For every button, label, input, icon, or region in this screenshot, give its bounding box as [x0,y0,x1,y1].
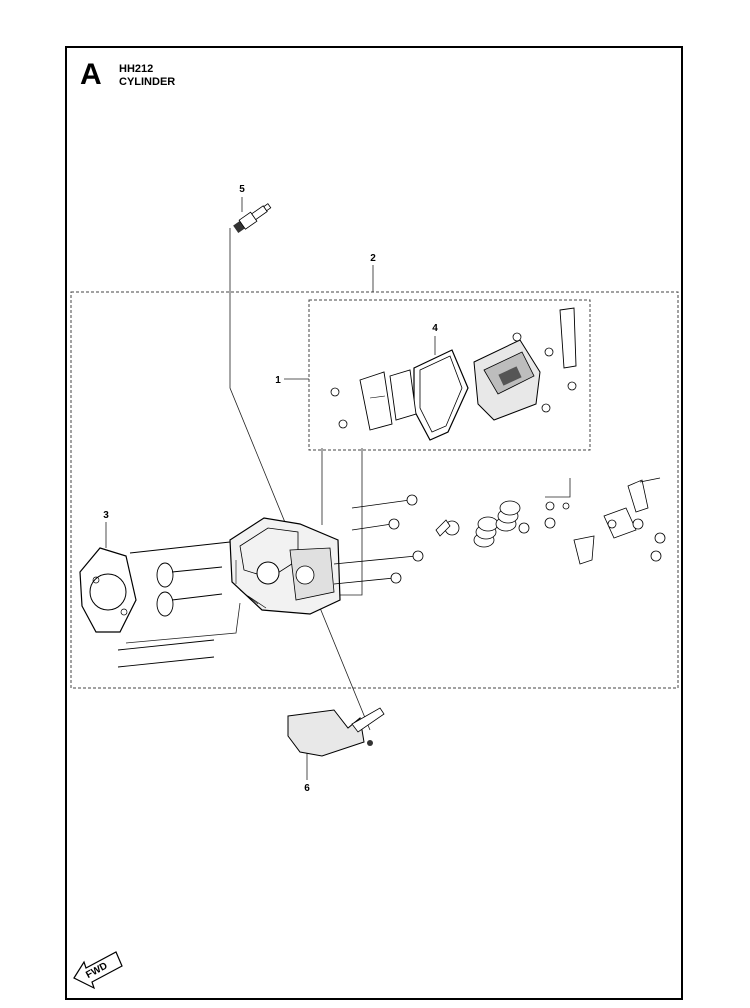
callout-1: 1 [275,375,281,386]
cover-bolts [330,332,577,429]
model-number: HH212 [119,63,154,75]
valve-cover-part [473,307,577,421]
callout-2: 2 [370,253,376,264]
cylinder-head-part [229,517,341,615]
diagram-title: CYLINDER [119,76,176,88]
head-bolts [333,494,424,585]
valve-springs [435,500,570,548]
head-gasket-part [79,547,137,633]
spark-plug-part [233,203,272,233]
group-1-boundary [308,299,591,451]
deflector-plate-part [287,707,385,757]
rocker-arms [573,477,666,565]
section-letter: A [80,58,102,91]
callout-5: 5 [239,184,245,195]
group-2-boundary [70,291,679,689]
valve-cover-gasket-part [413,349,469,441]
diagram-frame [65,46,683,1000]
valves-and-rods [117,541,231,668]
breather-plates [359,369,417,431]
callout-3: 3 [103,510,109,521]
callout-4: 4 [432,323,438,334]
leader-lines [105,197,571,780]
callout-6: 6 [304,783,310,794]
fwd-arrow-icon: FWD [73,951,123,990]
